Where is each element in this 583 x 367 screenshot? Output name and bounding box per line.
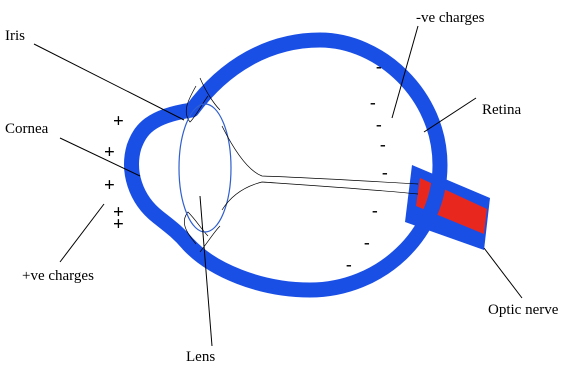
plus-sign: + xyxy=(113,111,124,132)
minus-sign: - xyxy=(346,255,352,274)
plus-sign: + xyxy=(104,175,115,196)
labels: Iris Cornea +ve charges Lens -ve charges… xyxy=(5,10,559,365)
positive-charge-signs: + + + + + xyxy=(104,111,124,235)
label-iris: Iris xyxy=(5,28,25,44)
eyeball-wall xyxy=(132,40,440,290)
leader-positive-charges xyxy=(60,204,104,262)
label-retina: Retina xyxy=(482,102,521,118)
minus-sign: - xyxy=(380,135,386,154)
plus-sign: + xyxy=(113,214,124,235)
fibre-upper xyxy=(222,126,418,184)
label-optic-nerve: Optic nerve xyxy=(488,302,559,318)
label-negative-charges: -ve charges xyxy=(416,10,485,26)
negative-charge-signs: - - - - - - - - xyxy=(346,57,388,274)
minus-sign: - xyxy=(376,57,382,76)
nerve-fibres xyxy=(222,126,418,210)
lens-shape xyxy=(179,104,231,232)
label-positive-charges: +ve charges xyxy=(22,268,94,284)
label-lens: Lens xyxy=(186,349,215,365)
label-cornea: Cornea xyxy=(5,121,49,137)
minus-sign: - xyxy=(372,201,378,220)
leader-optic-nerve xyxy=(484,248,522,298)
fibre-lower xyxy=(222,182,418,210)
leader-iris xyxy=(34,44,184,120)
minus-sign: - xyxy=(364,233,370,252)
minus-sign: - xyxy=(370,93,376,112)
minus-sign: - xyxy=(376,115,382,134)
plus-sign: + xyxy=(104,142,115,163)
minus-sign: - xyxy=(382,163,388,182)
